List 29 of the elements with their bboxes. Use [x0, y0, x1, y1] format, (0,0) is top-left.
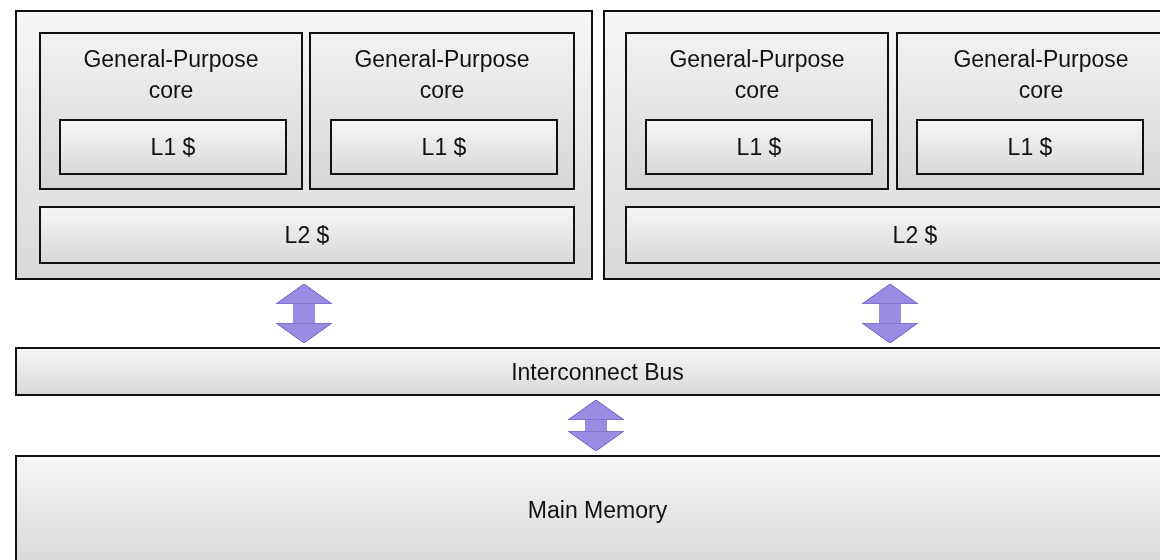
component-label: L1 $	[1006, 132, 1054, 162]
double-arrow	[861, 283, 919, 344]
component-label: L2 $	[891, 220, 939, 250]
component-box	[15, 455, 1160, 560]
component-label: General-Purpose core	[82, 45, 260, 105]
component-label: General-Purpose core	[353, 45, 531, 105]
double-arrow	[275, 283, 333, 344]
cache-box	[645, 119, 873, 175]
component-label: L1 $	[735, 132, 783, 162]
cache-box	[39, 206, 575, 264]
cache-box	[625, 206, 1160, 264]
processor-box	[603, 10, 1160, 280]
component-box	[15, 347, 1160, 396]
core-box	[39, 32, 303, 190]
component-label: L2 $	[283, 220, 331, 250]
double-arrow	[567, 399, 625, 452]
core-box	[309, 32, 575, 190]
core-box	[896, 32, 1160, 190]
core-box	[625, 32, 889, 190]
component-label: L1 $	[149, 132, 197, 162]
component-label: L1 $	[420, 132, 468, 162]
cache-box	[330, 119, 558, 175]
cache-box	[916, 119, 1144, 175]
component-label: Main Memory	[526, 495, 669, 525]
component-label: General-Purpose core	[952, 45, 1130, 105]
processor-box	[15, 10, 593, 280]
cache-box	[59, 119, 287, 175]
component-label: Interconnect Bus	[510, 357, 685, 386]
component-label: General-Purpose core	[668, 45, 846, 105]
